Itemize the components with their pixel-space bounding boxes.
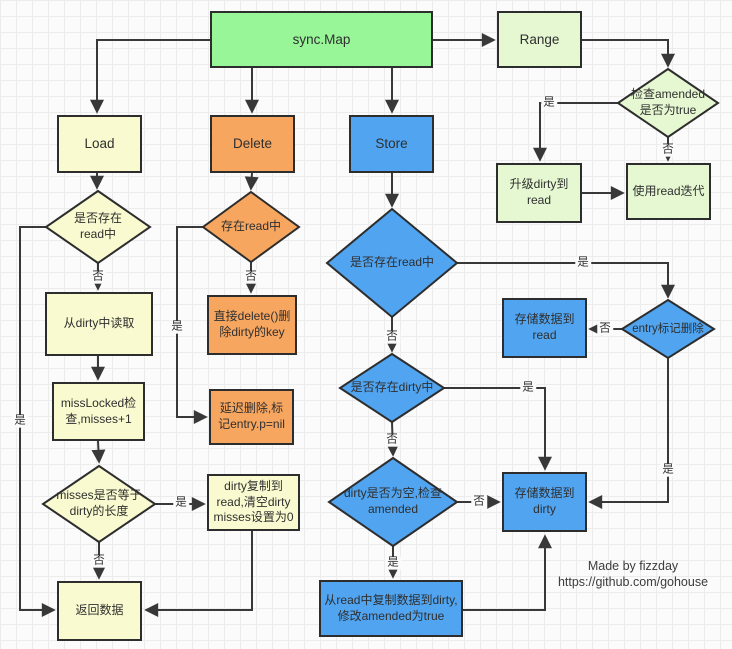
node-direct-delete-dirty-key: 直接delete()删 除dirty的key	[207, 295, 297, 355]
node-delete: Delete	[210, 115, 295, 173]
edge-label-deletecheck-yes: 是	[169, 320, 185, 334]
edge-label-deletecheck-no: 否	[243, 270, 259, 284]
label-store-exists-in-dirty: 是否存在dirty中	[350, 380, 434, 395]
edge-label-loadcheck-yes: 是	[12, 414, 28, 428]
diamond-store-exists-in-read	[325, 207, 459, 319]
node-store-data-to-dirty: 存储数据到 dirty	[502, 472, 587, 532]
edge-range-checkamended	[582, 39, 675, 68]
edge-copyread-storedirty	[463, 534, 552, 611]
edge-label-amended-yes: 是	[541, 96, 557, 110]
edge-label-loadcheck-no: 否	[90, 270, 106, 284]
node-delayed-delete: 延迟删除,标 记entry.p=nil	[209, 389, 294, 445]
edge-label-entrydel-no: 否	[597, 322, 613, 336]
diamond-dirty-empty-check	[327, 456, 459, 548]
node-store-data-to-read: 存储数据到 read	[502, 298, 587, 358]
node-miss-locked-check: missLocked检 查,misses+1	[52, 382, 145, 441]
diamond-store-exists-in-dirty	[338, 352, 446, 424]
edge-misslocked-missesequal	[91, 440, 106, 464]
edge-dirtycopy-return	[144, 531, 253, 617]
label-store-exists-in-read: 是否存在read中	[349, 255, 435, 270]
diamond-delete-exists-in-read	[201, 190, 301, 264]
node-store: Store	[349, 115, 434, 173]
node-read-from-dirty: 从dirty中读取	[45, 292, 153, 356]
edge-storecheck-yes-entrydel	[457, 262, 675, 299]
edge-label-missesequal-no: 否	[91, 554, 107, 568]
node-dirty-copy-to-read: dirty复制到 read,清空dirty misses设置为0	[207, 474, 300, 531]
label-entry-marked-deleted: entry标记删除	[632, 322, 704, 335]
node-load: Load	[57, 115, 142, 173]
diamond-entry-marked-deleted	[620, 298, 716, 360]
node-return-data: 返回数据	[57, 581, 142, 641]
diamond-check-amended	[616, 67, 720, 139]
diamond-load-exists-in-read	[44, 189, 152, 265]
node-range: Range	[497, 11, 582, 68]
edge-label-storecheck-no: 否	[384, 330, 400, 344]
edge-syncmap-load	[90, 39, 210, 114]
edge-delete-readcheck	[244, 172, 259, 191]
label-delete-exists-in-read: 存在read中	[220, 219, 282, 234]
label-dirty-empty-check: dirty是否为空,检查 amended	[343, 486, 442, 516]
node-sync-map: sync.Map	[210, 11, 433, 68]
credit-text: Made by fizzday https://github.com/gohou…	[557, 559, 709, 589]
diamond-misses-equals	[41, 464, 157, 544]
edge-label-dirtycheck-no: 否	[384, 433, 400, 447]
edge-dirtycheck-yes-storedirty	[444, 387, 552, 471]
label-check-amended: 检查amended 是否为true	[630, 87, 706, 117]
edge-entrydel-yes-storedirty	[588, 358, 669, 509]
edge-label-entrydel-yes: 是	[660, 463, 676, 477]
node-use-read-iterate: 使用read迭代	[626, 163, 711, 220]
edge-label-storecheck-yes: 是	[575, 256, 591, 270]
edge-checkamended-yes-upgrade	[533, 102, 618, 162]
label-load-exists-in-read: 是否存在 read中	[73, 211, 122, 241]
edge-label-amended-no: 否	[660, 143, 676, 157]
edge-label-emptycheck-yes: 是	[385, 556, 401, 570]
edge-label-dirtycheck-yes: 是	[520, 381, 536, 395]
label-misses-equals: misses是否等于 dirty的长度	[56, 488, 142, 518]
node-copy-read-to-dirty: 从read中复制数据到dirty, 修改amended为true	[319, 580, 463, 637]
edge-label-missesequal-yes: 是	[173, 496, 189, 510]
node-upgrade-dirty-to-read: 升级dirty到 read	[496, 163, 582, 223]
edge-label-emptycheck-no: 否	[471, 495, 487, 509]
